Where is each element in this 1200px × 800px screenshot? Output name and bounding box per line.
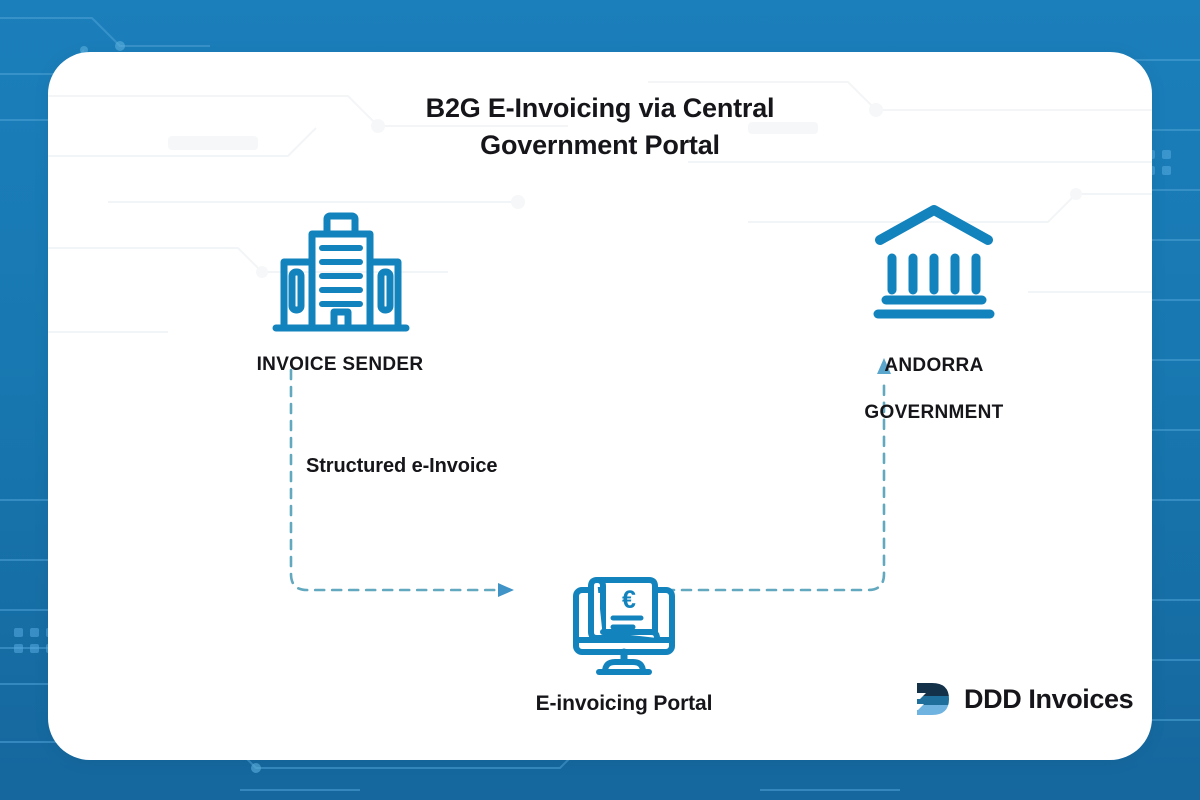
card-circuit-watermark — [48, 81, 1152, 333]
page-title-line-1: B2G E-Invoicing via Central — [425, 93, 775, 123]
government-bank-icon — [873, 205, 995, 319]
page-title: B2G E-Invoicing via Central Government P… — [48, 90, 1152, 165]
euro-symbol: € — [622, 586, 636, 614]
connector-label: Structured e-Invoice — [306, 455, 498, 477]
monitor-invoice-euro-icon: € — [573, 577, 675, 675]
ddd-invoices-logo-icon — [912, 683, 949, 715]
node-label-andorra-government: ANDORRA GOVERNMENT — [784, 331, 1084, 447]
content-card: B2G E-Invoicing via Central Government P… — [48, 52, 1152, 760]
node-label-invoice-sender: INVOICE SENDER — [256, 354, 424, 375]
node-e-invoicing-portal: € E-invoicing Portal — [474, 572, 774, 717]
brand-logo: DDD Invoices — [912, 680, 1134, 718]
node-label-gov-line-2: GOVERNMENT — [864, 401, 1004, 423]
node-invoice-sender: INVOICE SENDER — [190, 210, 490, 376]
page-title-line-2: Government Portal — [480, 130, 720, 161]
node-label-e-invoicing-portal: E-invoicing Portal — [535, 692, 713, 715]
brand-logo-text: DDD Invoices — [964, 683, 1134, 714]
node-andorra-government: ANDORRA GOVERNMENT — [784, 202, 1084, 447]
node-label-gov-line-1: ANDORRA — [884, 355, 984, 377]
office-building-icon — [272, 212, 410, 332]
